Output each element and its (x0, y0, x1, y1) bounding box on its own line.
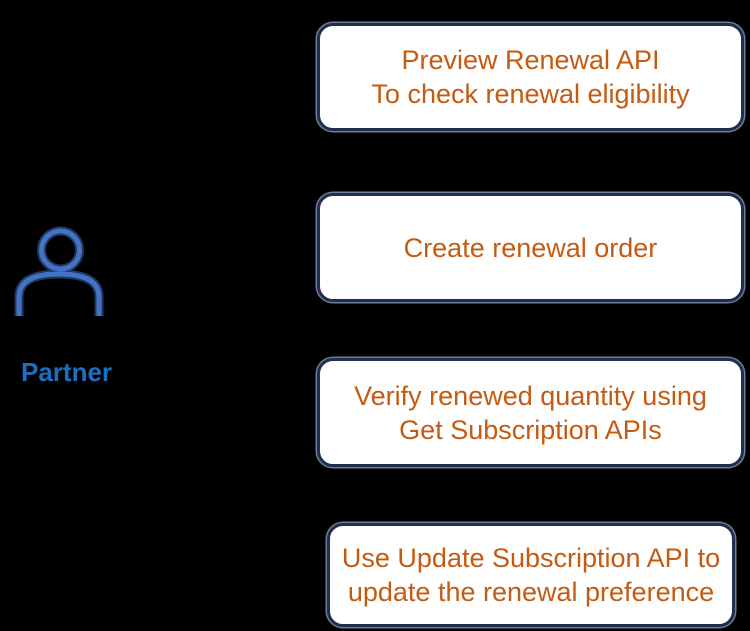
person-icon (14, 226, 104, 316)
partner-actor: Partner (13, 223, 133, 387)
step-box-verify-renewed-quantity: Verify renewed quantity using Get Subscr… (317, 358, 744, 467)
step-line: update the renewal preference (347, 577, 715, 607)
step-line: Get Subscription APIs (399, 414, 662, 445)
step-line: Verify renewed quantity using (354, 380, 707, 411)
step-line: Create renewal order (403, 232, 658, 263)
actor-label: Partner (21, 357, 113, 387)
step-box-preview-renewal: Preview Renewal API To check renewal eli… (317, 23, 744, 131)
step-box-update-subscription: Use Update Subscription API to update th… (327, 523, 735, 627)
step-line: Use Update Subscription API to (341, 543, 721, 573)
step-box-create-renewal-order: Create renewal order (317, 193, 744, 302)
step-line: Preview Renewal API (401, 45, 660, 75)
step-line: To check renewal eligibility (371, 79, 690, 109)
